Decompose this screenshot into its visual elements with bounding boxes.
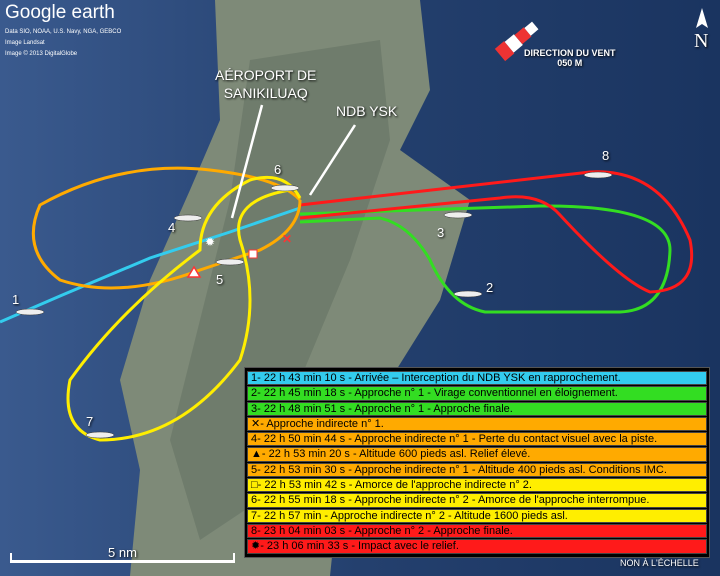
not-to-scale-label: NON À L'ÉCHELLE [620, 558, 699, 568]
aircraft-icons [15, 171, 613, 439]
legend-row: ✹- 23 h 06 min 33 s - Impact avec le rel… [247, 539, 707, 554]
x-marker: ✕ [282, 232, 292, 246]
point-label-4: 4 [168, 220, 176, 235]
track-cyan [0, 206, 301, 324]
legend-row: 1- 22 h 43 min 10 s - Arrivée – Intercep… [247, 371, 707, 386]
point-label-2: 2 [486, 280, 494, 295]
legend-row: ▲- 22 h 53 min 20 s - Altitude 600 pieds… [247, 447, 707, 462]
track-yellow [66, 175, 302, 442]
point-label-3: 3 [437, 225, 445, 240]
impact-marker: ✹ [205, 235, 215, 249]
point-label-7: 7 [86, 414, 94, 429]
scale-label: 5 nm [108, 545, 137, 560]
point-label-8: 8 [602, 148, 610, 163]
legend-row: ✕- Approche indirecte n° 1. [247, 416, 707, 432]
legend-row: 5- 22 h 53 min 30 s - Approche indirecte… [247, 462, 707, 478]
legend-row: 4- 22 h 50 min 44 s - Approche indirecte… [247, 432, 707, 447]
triangle-marker [186, 265, 202, 278]
legend-row: 2- 22 h 45 min 18 s - Approche n° 1 - Vi… [247, 386, 707, 401]
windsock-icon [494, 21, 539, 62]
legend-row: 6- 22 h 55 min 18 s - Approche indirecte… [247, 493, 707, 508]
point-label-5: 5 [216, 272, 224, 287]
legend: 1- 22 h 43 min 10 s - Arrivée – Intercep… [244, 367, 710, 558]
ndb-label: NDB YSK [336, 103, 398, 119]
credit-3: Image © 2013 DigitalGlobe [5, 51, 78, 57]
north-arrow-icon [696, 8, 708, 28]
point-label-6: 6 [274, 162, 282, 177]
north-label: N [694, 30, 709, 52]
google-earth-logo: Google earth [5, 2, 115, 23]
scale-bar [10, 560, 235, 563]
legend-row: 7- 22 h 57 min - Approche indirecte n° 2… [247, 508, 707, 523]
track-green [299, 204, 672, 314]
legend-row: □- 22 h 53 min 42 s - Amorce de l'approc… [247, 478, 707, 493]
airport-arrow [230, 104, 264, 219]
island-shade [170, 40, 390, 540]
credit-1: Data SIO, NOAA, U.S. Navy, NGA, GEBCO [5, 29, 122, 35]
track-red [299, 170, 694, 294]
legend-row: 8- 23 h 04 min 03 s - Approche n° 2 - Ap… [247, 523, 707, 539]
ndb-arrow [308, 124, 357, 196]
legend-row: 3- 22 h 48 min 51 s - Approche n° 1 - Ap… [247, 401, 707, 416]
credit-2: Image Landsat [5, 40, 45, 46]
square-marker [248, 249, 258, 259]
point-label-1: 1 [12, 292, 20, 307]
